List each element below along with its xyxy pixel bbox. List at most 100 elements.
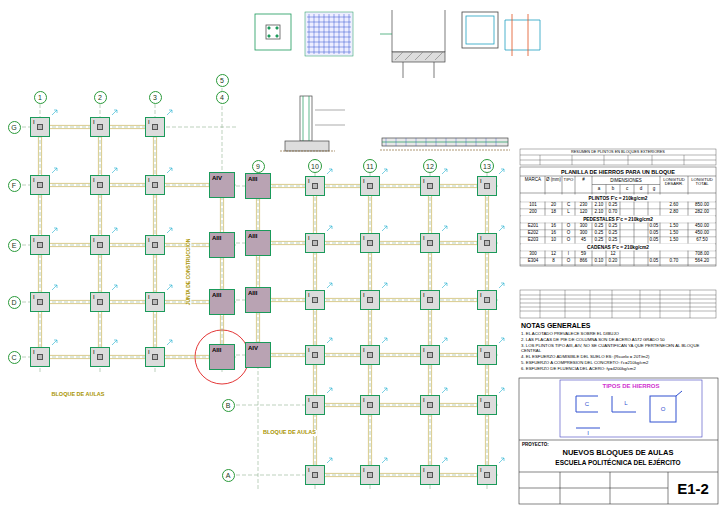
footing-label: I: [33, 294, 35, 300]
tie-beam: [268, 241, 305, 242]
table-cell: 8: [552, 259, 555, 264]
table-cell: 0.25: [595, 238, 604, 243]
footing-label: I: [93, 349, 95, 355]
tie-beam: [325, 406, 360, 407]
footing-label: I: [423, 467, 425, 473]
table-cell: 2.10: [595, 210, 604, 215]
tie-beam: [50, 186, 90, 187]
rebar-arrow: [499, 458, 504, 463]
tie-beam: [325, 403, 360, 404]
rebar-arrow: [112, 340, 117, 345]
tie-beam: [485, 415, 486, 465]
table-cell: 12: [551, 252, 556, 257]
table-cell: 101: [529, 203, 537, 208]
rebar-arrow: [499, 283, 504, 288]
tie-beam: [259, 253, 260, 290]
tie-beam: [313, 196, 314, 233]
table-cell: 708.00: [695, 252, 709, 257]
table-cell: 564.20: [695, 259, 709, 264]
footing-type: AIII: [209, 289, 235, 315]
footing: I: [360, 395, 380, 415]
tie-beam: [368, 196, 369, 233]
tie-beam: [223, 255, 224, 292]
table-cell: O: [567, 231, 571, 236]
table-header: DIMENSIONES: [610, 179, 642, 184]
note-text: 3. LOS PLINTOS TIPO AIII, AIV, NO SE CUA…: [521, 344, 717, 353]
axis-bubble: 2: [94, 91, 107, 104]
tie-beam: [431, 415, 432, 465]
footing: I: [420, 290, 440, 310]
tie-beam: [325, 356, 360, 357]
footing: I: [145, 175, 165, 195]
tie-beam: [485, 196, 486, 233]
axis-label: 4: [220, 94, 224, 101]
table-rule: [520, 229, 716, 230]
footing: I: [420, 176, 440, 196]
title-block: [519, 378, 718, 504]
tie-beam: [313, 415, 314, 465]
footing-label: I: [363, 397, 365, 403]
tie-beam: [325, 476, 360, 477]
tie-beam: [110, 358, 145, 359]
rebar-arrow: [327, 338, 332, 343]
table-cell: 0.05: [650, 231, 659, 236]
rebar-arrow: [382, 338, 387, 343]
table-section: PEDESTALES F'c = 210kg/cm2: [583, 217, 653, 222]
axis-label: 1: [38, 94, 42, 101]
footing: I: [360, 290, 380, 310]
footing: I: [30, 235, 50, 255]
footing-label: AIII: [248, 290, 257, 296]
footing-label: I: [308, 292, 310, 298]
tie-beam: [101, 195, 102, 235]
tie-beam: [428, 415, 429, 465]
tie-beam: [380, 406, 420, 407]
tie-beam: [325, 244, 360, 245]
bar-type-shapes: [576, 391, 682, 428]
axis-line: [487, 173, 488, 490]
tie-beam: [368, 310, 369, 345]
table-cell: 0.25: [609, 238, 618, 243]
axis-label: E: [12, 242, 17, 249]
tie-beam: [488, 365, 489, 395]
tie-beam: [380, 403, 420, 404]
axis-label: 2: [98, 94, 102, 101]
footing-label: I: [148, 119, 150, 125]
tie-beam: [256, 310, 257, 345]
tie-beam: [325, 187, 360, 188]
joint-label: JUNTA DE CONSTRUCCION: [186, 238, 191, 307]
table-cell: 1.50: [670, 231, 679, 236]
axis-bubble: 5: [216, 74, 229, 87]
table-cell: 0.25: [609, 224, 618, 229]
rebar-arrow: [52, 168, 57, 173]
table-header: LONGITUD TOTAL: [689, 178, 715, 187]
tie-beam: [259, 310, 260, 345]
tie-beam: [368, 365, 369, 395]
tie-beam: [380, 298, 420, 299]
axis-line: [22, 302, 236, 303]
footing: I: [30, 117, 50, 137]
rebar-arrow: [499, 338, 504, 343]
axis-bubble: 11: [363, 159, 377, 173]
tie-beam: [380, 473, 420, 474]
tie-beam: [98, 137, 99, 175]
tie-beam: [440, 476, 477, 477]
rebar-arrow: [382, 458, 387, 463]
axis-bubble: A: [222, 469, 235, 482]
footing-label: I: [148, 349, 150, 355]
footing: I: [360, 465, 380, 485]
axis-label: G: [11, 124, 16, 131]
table-cell: 45: [581, 238, 586, 243]
tie-beam: [156, 255, 157, 292]
table-cell: 300: [529, 252, 537, 257]
footing: I: [477, 176, 497, 196]
tie-beam-detail: [380, 138, 510, 150]
bar-type: C: [585, 401, 589, 407]
footing-label: I: [308, 235, 310, 241]
tie-beam: [101, 312, 102, 347]
table-header: #: [582, 178, 585, 183]
tie-beam: [485, 365, 486, 395]
rebar-arrow: [327, 226, 332, 231]
footing-label: I: [93, 237, 95, 243]
table-cell: 866: [580, 259, 588, 264]
table-cell: 0.25: [609, 203, 618, 208]
